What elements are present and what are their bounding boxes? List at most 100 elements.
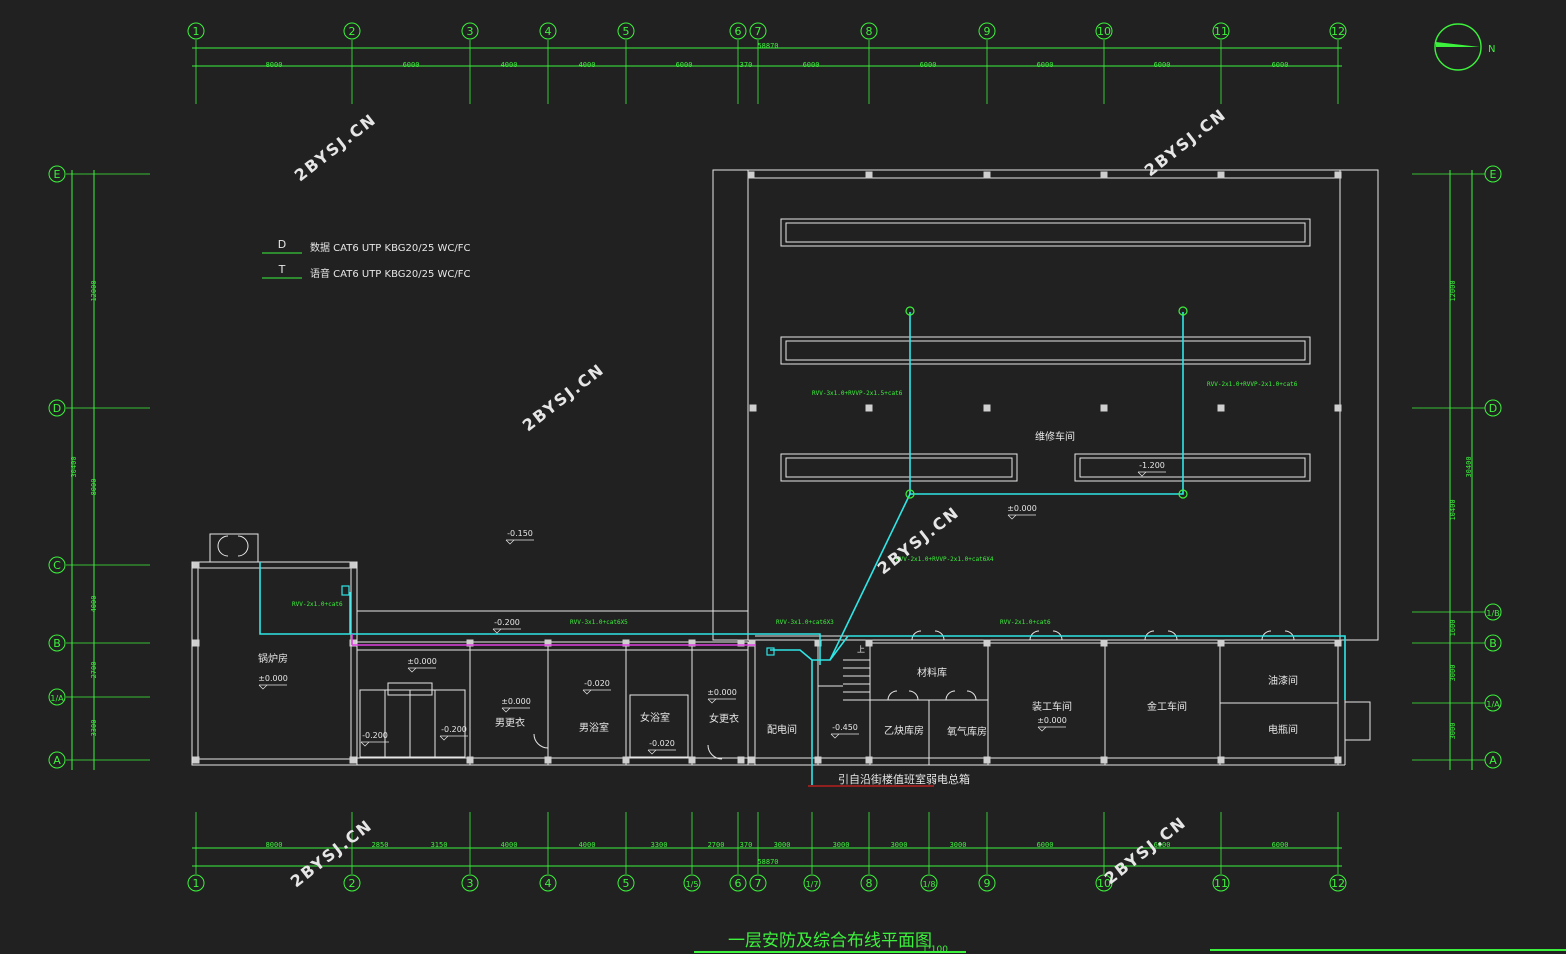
dimension-text: 6000 (403, 61, 420, 69)
dimension-text: 3000 (833, 841, 850, 849)
column (983, 171, 991, 179)
axis-bubble (617, 874, 635, 892)
level-mark: ±0.000 (501, 697, 531, 706)
column (622, 639, 630, 647)
column (544, 639, 552, 647)
room-men-bath: 男浴室 (579, 721, 609, 734)
room-paint: 油漆间 (1268, 674, 1298, 687)
axis-label: 10 (1097, 25, 1111, 38)
dimension-text: 1600 (1449, 620, 1457, 637)
room-men-changing: 男更衣 (495, 716, 525, 729)
watermark: 2BYSJ.CN (291, 109, 381, 185)
dimension-text: 4000 (579, 841, 596, 849)
level-mark: ±0.000 (1007, 504, 1037, 513)
cable-label: RVV-2x1.0+RVVP-2x1.0+cat6X4 (896, 556, 994, 563)
column (1217, 756, 1225, 764)
dimension-text: 8000 (266, 841, 283, 849)
axis-label: E (1490, 168, 1497, 181)
column (748, 756, 756, 764)
axis-label: D (53, 402, 61, 415)
column (1100, 171, 1108, 179)
dimension-text: 2700 (708, 841, 725, 849)
axis-bubble (920, 874, 938, 892)
room-women-bath: 女浴室 (640, 711, 670, 724)
axis-bubble (729, 22, 747, 40)
axis-bubble (1484, 694, 1502, 712)
axis-bubble (48, 688, 66, 706)
axis-label: 1/B (1486, 609, 1499, 618)
axis-label: C (53, 559, 61, 572)
room-boiler: 锅炉房 (258, 652, 288, 665)
axis-bubble (749, 22, 767, 40)
axis-label: 1 (193, 25, 200, 38)
level-mark: -0.150 (507, 529, 533, 538)
column (737, 756, 745, 764)
dimension-text: 6000 (676, 61, 693, 69)
axis-bubble (749, 874, 767, 892)
level-mark: -0.200 (494, 618, 520, 627)
level-mark: ±0.000 (258, 674, 288, 683)
drawing-scale: 1:100 (922, 945, 948, 954)
outlet-devices (341, 306, 1188, 656)
room-tool-shop: 装工车间 (1032, 700, 1072, 713)
axis-bubble (860, 22, 878, 40)
column (865, 404, 873, 412)
axis-label: E (54, 168, 61, 181)
incoming-note: 引自沿街楼值班室弱电总箱 (838, 772, 970, 786)
column (814, 756, 822, 764)
axis-label: 1/8 (923, 880, 936, 889)
dimension-text: 4000 (501, 841, 518, 849)
watermark: 2BYSJ.CN (287, 815, 377, 891)
axis-bubble (729, 874, 747, 892)
axis-label: 1 (193, 877, 200, 890)
axis-label: 4 (545, 25, 552, 38)
dimension-text: 6000 (920, 61, 937, 69)
legend-text-data: 数据 CAT6 UTP KBG20/25 WC/FC (310, 241, 470, 254)
dimension-text: 12000 (1449, 280, 1457, 301)
column (192, 561, 200, 569)
north-arrow-icon (1434, 23, 1482, 71)
dimension-text: 6000 (1272, 61, 1289, 69)
axis-bubble (1329, 874, 1347, 892)
dimension-text: 4000 (579, 61, 596, 69)
axis-bubble (187, 874, 205, 892)
axis-label: 6 (735, 877, 742, 890)
cable-label: RVV-2x1.0+cat6 (1000, 619, 1051, 626)
dimension-text: 6000 (1272, 841, 1289, 849)
dimension-text: 3150 (431, 841, 448, 849)
column (1100, 404, 1108, 412)
axis-label: 10 (1097, 877, 1111, 890)
column (192, 756, 200, 764)
dimension-total: 58870 (757, 858, 778, 866)
level-mark: ±0.000 (707, 688, 737, 697)
north-label: N (1488, 44, 1495, 55)
axis-bubble (1329, 22, 1347, 40)
dimension-text: 3000 (891, 841, 908, 849)
axis-bubble (683, 874, 701, 892)
dimension-text: 6000 (1037, 61, 1054, 69)
level-mark: ±0.000 (1037, 716, 1067, 725)
column (865, 639, 873, 647)
cable-label: RVV-3x1.0+RVVP-2x1.5+cat6 (812, 390, 903, 397)
axis-bubble (1484, 634, 1502, 652)
level-mark: -0.200 (362, 731, 388, 740)
axis-bubble (617, 22, 635, 40)
column (688, 639, 696, 647)
room-power: 配电间 (767, 723, 797, 736)
axis-bubble (187, 22, 205, 40)
axis-bubble (539, 22, 557, 40)
axis-label: B (1489, 637, 1497, 650)
dimension-text: 3000 (950, 841, 967, 849)
axis-label: 4 (545, 877, 552, 890)
room-acetylene: 乙炔库房 (884, 724, 924, 737)
cable-label: RVV-2x1.0+cat6 (292, 601, 343, 608)
column (1334, 756, 1342, 764)
axis-label: 5 (623, 877, 630, 890)
dimension-text: 10400 (1449, 499, 1457, 520)
dimension-text: 6000 (803, 61, 820, 69)
axis-bubble (1212, 22, 1230, 40)
axis-bubble (978, 22, 996, 40)
drawing-title: 一层安防及综合布线平面图 (728, 931, 932, 951)
level-mark: -0.200 (441, 725, 467, 734)
dimension-text: 6000 (1154, 61, 1171, 69)
